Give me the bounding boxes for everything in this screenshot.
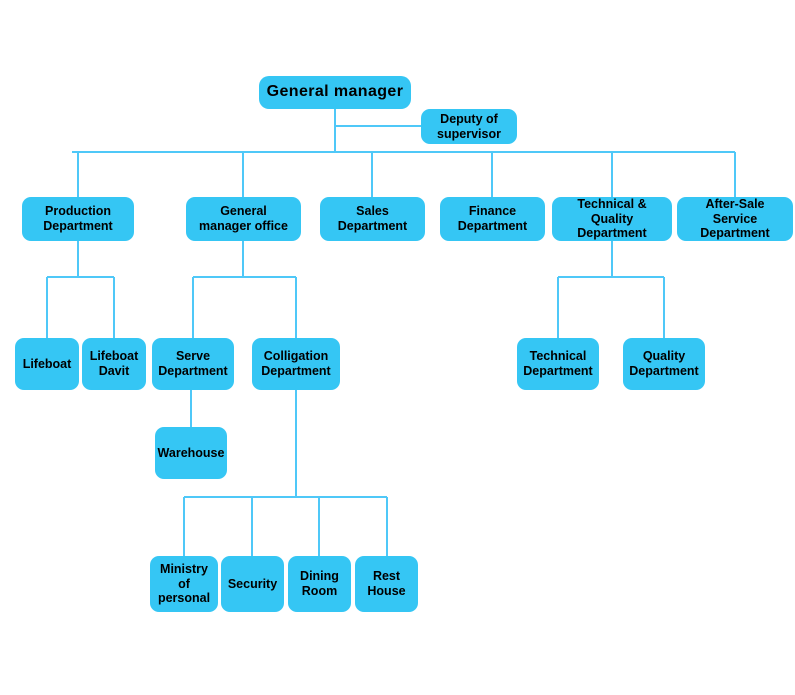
- node-production-department[interactable]: Production Department: [22, 197, 134, 241]
- node-serve-department[interactable]: Serve Department: [152, 338, 234, 390]
- node-ministry-of-personal[interactable]: Ministry of personal: [150, 556, 218, 612]
- node-warehouse[interactable]: Warehouse: [155, 427, 227, 479]
- node-technical-quality-department[interactable]: Technical & Quality Department: [552, 197, 672, 241]
- node-colligation-department[interactable]: Colligation Department: [252, 338, 340, 390]
- node-general-manager[interactable]: General manager: [259, 76, 411, 109]
- node-after-sale-service-department[interactable]: After-Sale Service Department: [677, 197, 793, 241]
- node-lifeboat[interactable]: Lifeboat: [15, 338, 79, 390]
- node-deputy-of-supervisor[interactable]: Deputy of supervisor: [421, 109, 517, 144]
- node-quality-department[interactable]: Quality Department: [623, 338, 705, 390]
- node-technical-department[interactable]: Technical Department: [517, 338, 599, 390]
- node-finance-department[interactable]: Finance Department: [440, 197, 545, 241]
- node-security[interactable]: Security: [221, 556, 284, 612]
- node-general-manager-office[interactable]: General manager office: [186, 197, 301, 241]
- node-rest-house[interactable]: Rest House: [355, 556, 418, 612]
- node-lifeboat-davit[interactable]: Lifeboat Davit: [82, 338, 146, 390]
- node-sales-department[interactable]: Sales Department: [320, 197, 425, 241]
- node-dining-room[interactable]: Dining Room: [288, 556, 351, 612]
